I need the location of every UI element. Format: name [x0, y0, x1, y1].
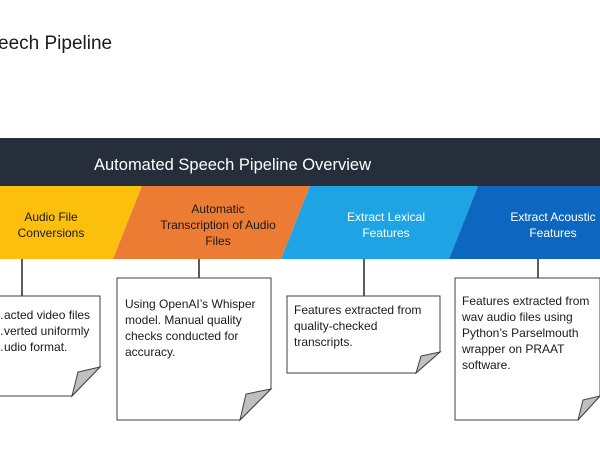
stage-1-shape: [0, 186, 142, 259]
stage-3-shape: [281, 186, 478, 259]
stage-1-label: Audio File Conversions: [17, 210, 85, 240]
slide-title: eech Pipeline: [0, 33, 113, 54]
note-1-fold: [71, 366, 102, 398]
stage-4-shape: [449, 186, 600, 259]
note-4-fold: [577, 395, 600, 421]
note-1-text: …acted video files …verted uniformly …ud…: [0, 308, 91, 354]
note-4-text: Features extracted from wav audio files …: [462, 294, 590, 372]
stage-2-shape: [113, 186, 310, 259]
stage-3-label: Extract Lexical Features: [346, 210, 426, 240]
stage-4-label: Extract Acoustic Features: [510, 210, 596, 240]
stage-2-label: Automatic Transcription of Audio Files: [160, 202, 276, 248]
note-2-fold: [239, 388, 273, 422]
note-3-text: Features extracted from quality-checked …: [294, 303, 422, 349]
title-banner: [0, 138, 600, 186]
banner-title: Automated Speech Pipeline Overview: [94, 156, 371, 174]
note-2-text: Using OpenAI’s Whisper model. Manual qua…: [125, 297, 256, 359]
note-3-fold: [415, 351, 442, 375]
